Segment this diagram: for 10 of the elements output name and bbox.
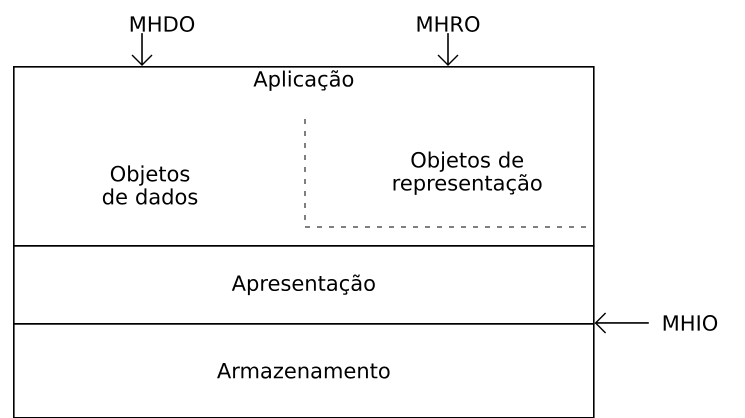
- arrow: [438, 33, 458, 66]
- arrow: [132, 33, 152, 66]
- arrow: [594, 312, 649, 334]
- layer-box: Apresentação: [13, 244, 595, 325]
- label-text: MHRO: [418, 16, 480, 32]
- dashed-region: Objetos de representação: [304, 118, 590, 228]
- label-text: MHDO: [130, 16, 194, 32]
- label-text: Objetos de dados: [102, 165, 198, 205]
- label-text: MHIO: [664, 315, 718, 331]
- layer-box: Armazenamento: [13, 322, 595, 418]
